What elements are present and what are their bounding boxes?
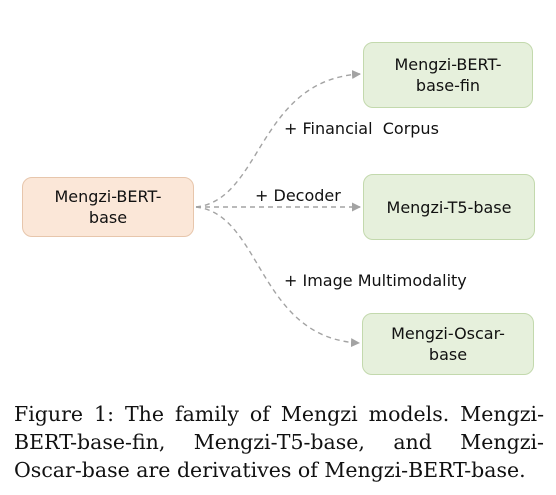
node-mengzi-t5-base: Mengzi-T5-base: [363, 174, 535, 240]
node-mengzi-oscar-base: Mengzi-Oscar- base: [362, 313, 534, 375]
edge-label-financial-corpus: + Financial Corpus: [284, 119, 439, 138]
edge-label-decoder: + Decoder: [255, 186, 341, 205]
edge-label-image-multimodality: + Image Multimodality: [284, 271, 467, 290]
node-mengzi-bert-base-fin: Mengzi-BERT- base-fin: [363, 42, 533, 108]
node-mengzi-bert-base: Mengzi-BERT- base: [22, 177, 194, 237]
edge-to-fin: [195, 69, 361, 208]
figure-caption: Figure 1: The family of Mengzi models. M…: [14, 402, 544, 482]
edges-layer: [195, 69, 361, 348]
edge-to-oscar: [195, 206, 360, 348]
